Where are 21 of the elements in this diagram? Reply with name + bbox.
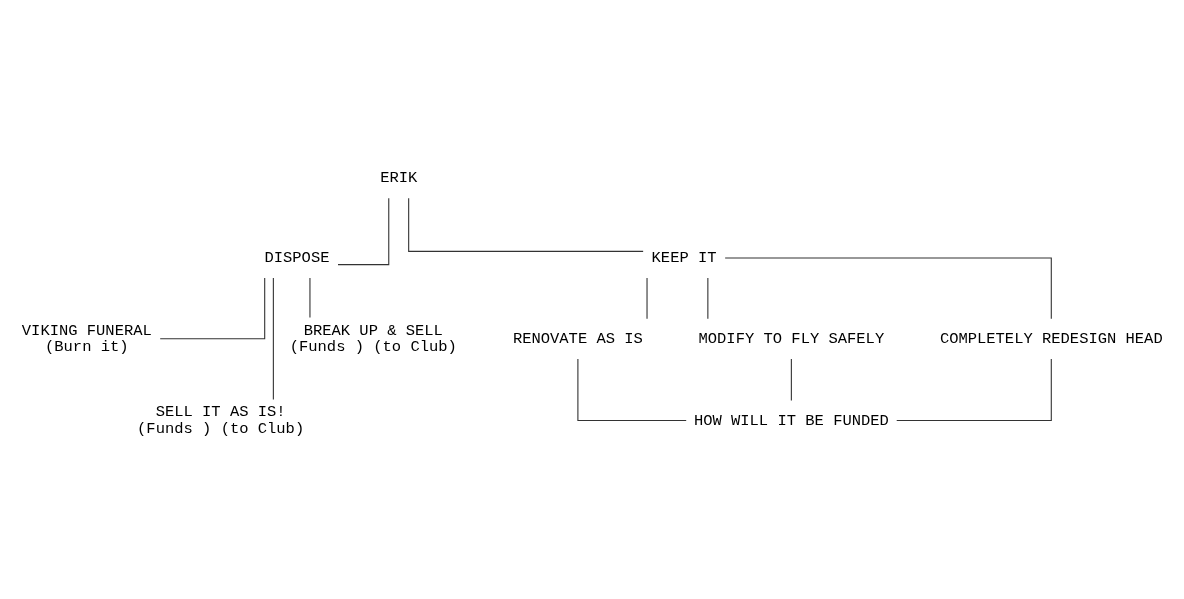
node-text: VIKING FUNERAL (Burn it) <box>21 321 152 356</box>
node-text: SELL IT AS IS! (Funds ) (to Club) <box>137 402 305 438</box>
node-text: MODIFY TO FLY SAFELY <box>698 329 885 348</box>
connector <box>896 357 1052 421</box>
node-text: DISPOSE <box>264 248 330 267</box>
connector <box>577 357 687 421</box>
node-text: BREAK UP & SELL (Funds ) (to Club) <box>289 321 457 356</box>
node-text: COMPLETELY REDESIGN HEAD <box>939 329 1163 348</box>
connector <box>337 197 390 265</box>
node-text: ERIK <box>380 168 418 187</box>
node-text: RENOVATE AS IS <box>512 329 643 348</box>
node-text: KEEP IT <box>651 248 717 267</box>
connector <box>309 276 311 318</box>
connector <box>724 256 1052 319</box>
connector <box>790 357 792 401</box>
connector <box>272 276 274 400</box>
connector <box>646 276 648 319</box>
connector <box>408 197 644 252</box>
node-text: HOW WILL IT BE FUNDED <box>693 411 889 430</box>
connector <box>707 276 709 319</box>
connector <box>159 276 266 339</box>
